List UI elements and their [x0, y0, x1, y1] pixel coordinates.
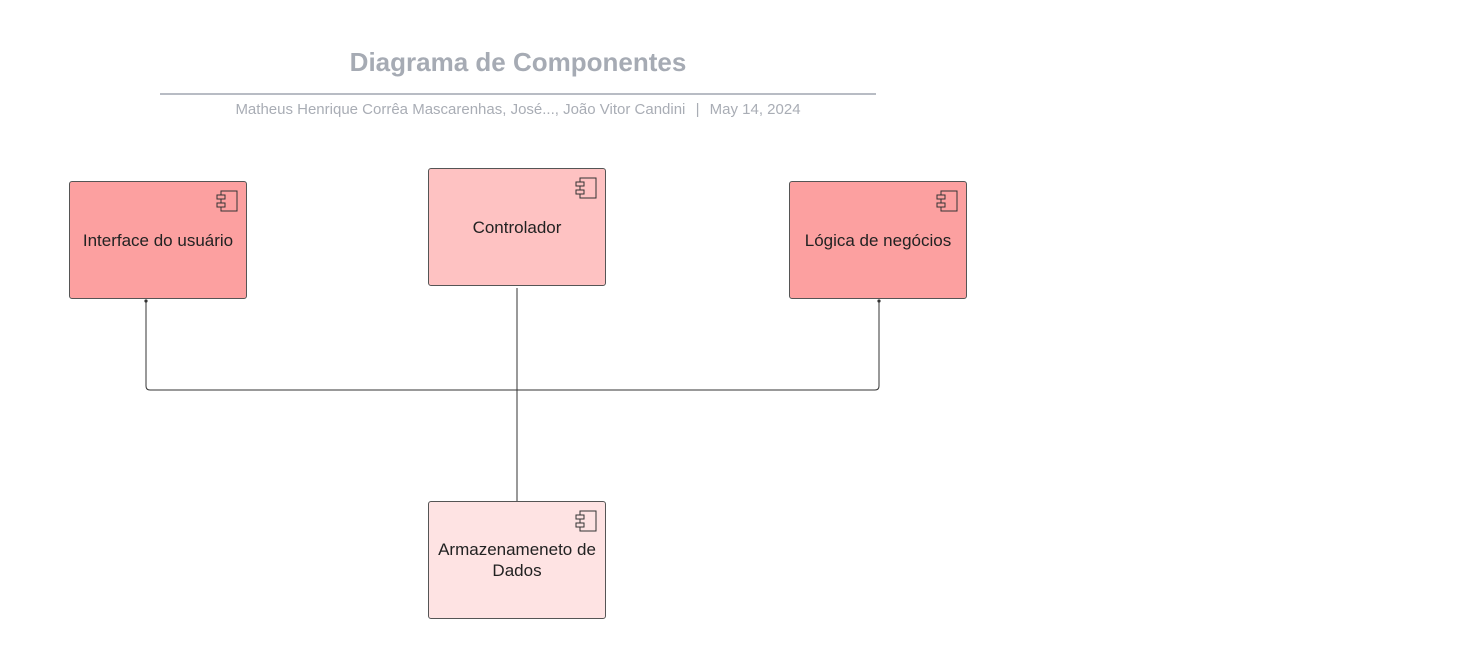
component-interface-do-usuario[interactable]: Interface do usuário — [69, 181, 247, 299]
connector-logica[interactable] — [517, 301, 880, 391]
uml-component-icon — [575, 510, 597, 532]
component-logica-de-negocios[interactable]: Lógica de negócios — [789, 181, 967, 299]
uml-component-icon — [216, 190, 238, 212]
component-label: Interface do usuário — [82, 230, 234, 250]
connector-interface[interactable] — [145, 301, 517, 391]
diagram-subtitle: Matheus Henrique Corrêa Mascarenhas, Jos… — [160, 101, 876, 118]
component-label: Armazenameneto de Dados — [438, 540, 596, 580]
component-label: Controlador — [472, 217, 562, 237]
subtitle-separator: | — [695, 101, 700, 118]
connector-endpoint — [877, 299, 881, 303]
authors-text: Matheus Henrique Corrêa Mascarenhas, Jos… — [235, 101, 686, 118]
title-divider — [160, 93, 876, 95]
uml-component-icon — [936, 190, 958, 212]
component-label: Lógica de negócios — [804, 230, 952, 250]
uml-component-icon — [575, 177, 597, 199]
component-armazenamento-de-dados[interactable]: Armazenameneto de Dados — [428, 501, 606, 619]
connector-endpoint — [144, 299, 148, 303]
component-controlador[interactable]: Controlador — [428, 168, 606, 286]
date-text: May 14, 2024 — [709, 101, 801, 118]
diagram-title: Diagrama de Componentes — [349, 47, 687, 77]
